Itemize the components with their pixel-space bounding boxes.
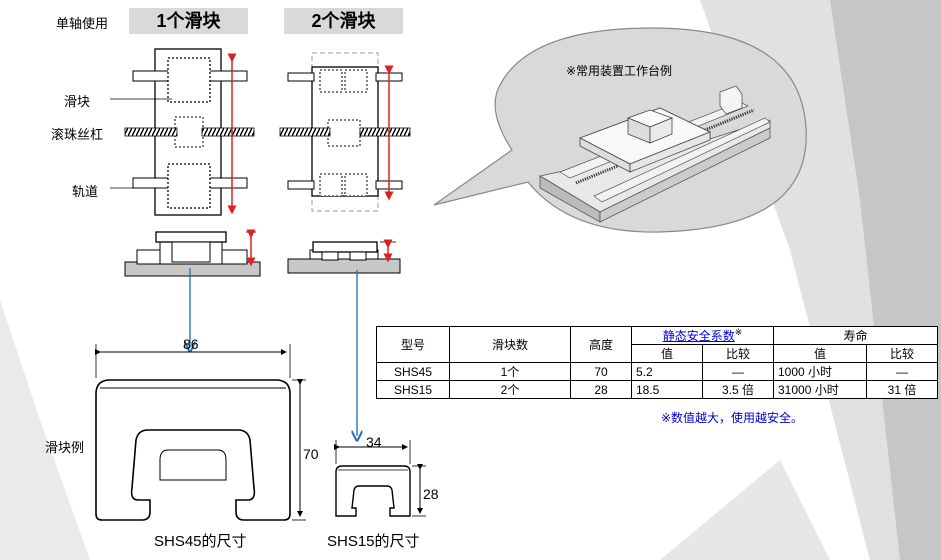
- cell-blocks: 2个: [449, 380, 571, 399]
- cell-life-compare: 31 倍: [866, 380, 938, 399]
- th-height: 高度: [570, 326, 632, 363]
- cell-life-value: 1000 小时: [773, 362, 867, 381]
- shs45-profile: [95, 344, 306, 521]
- cell-height: 70: [570, 362, 632, 381]
- cell-blocks: 1个: [449, 362, 571, 381]
- slider-example-label: 滑块例: [45, 440, 85, 455]
- side-view-shs45: [124, 229, 261, 277]
- th-sf-compare: 比较: [702, 344, 774, 363]
- shs15-width-label: 34: [366, 434, 382, 450]
- th-life-value: 值: [773, 344, 867, 363]
- th-model: 型号: [376, 326, 450, 363]
- side-view-shs15: [287, 239, 401, 274]
- table-note: ※数值越大，使用越安全。: [661, 411, 804, 425]
- cell-model: SHS15: [376, 380, 450, 399]
- cell-life-value: 31000 小时: [773, 380, 867, 399]
- rail-label: 轨道: [72, 184, 99, 199]
- single-axis-label: 单轴使用: [56, 16, 109, 31]
- shs15-caption: SHS15的尺寸: [327, 533, 420, 550]
- cell-life-compare: —: [866, 362, 938, 381]
- shs15-height-label: 28: [423, 486, 439, 502]
- cell-height: 28: [570, 380, 632, 399]
- cell-sf-value: 18.5: [631, 380, 703, 399]
- th-safety: 静态安全系数※: [631, 326, 774, 345]
- ball-screw-label: 滚珠丝杠: [51, 127, 104, 142]
- two-block-title: 2个滑块: [284, 8, 403, 34]
- th-life-compare: 比较: [866, 344, 938, 363]
- table-row: SHS15 2个 28 18.5 3.5 倍 31000 小时 31 倍: [376, 380, 938, 399]
- table-row: SHS45 1个 70 5.2 — 1000 小时 —: [376, 362, 938, 381]
- shs15-profile: [334, 440, 426, 517]
- slider-label: 滑块: [64, 94, 91, 109]
- work-table-illustration: [538, 85, 771, 223]
- safety-factor-link[interactable]: 静态安全系数: [662, 329, 735, 343]
- cell-model: SHS45: [376, 362, 450, 381]
- cell-sf-value: 5.2: [631, 362, 703, 381]
- safety-note-mark: ※: [734, 327, 743, 337]
- double-block-diagram: [279, 52, 411, 212]
- th-sf-value: 值: [631, 344, 703, 363]
- callout-caption: ※常用装置工作台例: [566, 64, 673, 78]
- single-block-diagram: [110, 48, 255, 216]
- th-blocks: 滑块数: [449, 326, 571, 363]
- cell-sf-compare: —: [702, 362, 774, 381]
- th-life: 寿命: [773, 326, 938, 345]
- shs45-height-label: 70: [303, 446, 319, 462]
- one-block-title: 1个滑块: [129, 8, 248, 34]
- comparison-table: 型号 滑块数 高度 静态安全系数※ 寿命 值 比较 值 比较 SHS45 1个 …: [376, 326, 938, 399]
- shs45-caption: SHS45的尺寸: [154, 533, 247, 550]
- cell-sf-compare: 3.5 倍: [702, 380, 774, 399]
- shs45-width-label: 86: [183, 336, 199, 352]
